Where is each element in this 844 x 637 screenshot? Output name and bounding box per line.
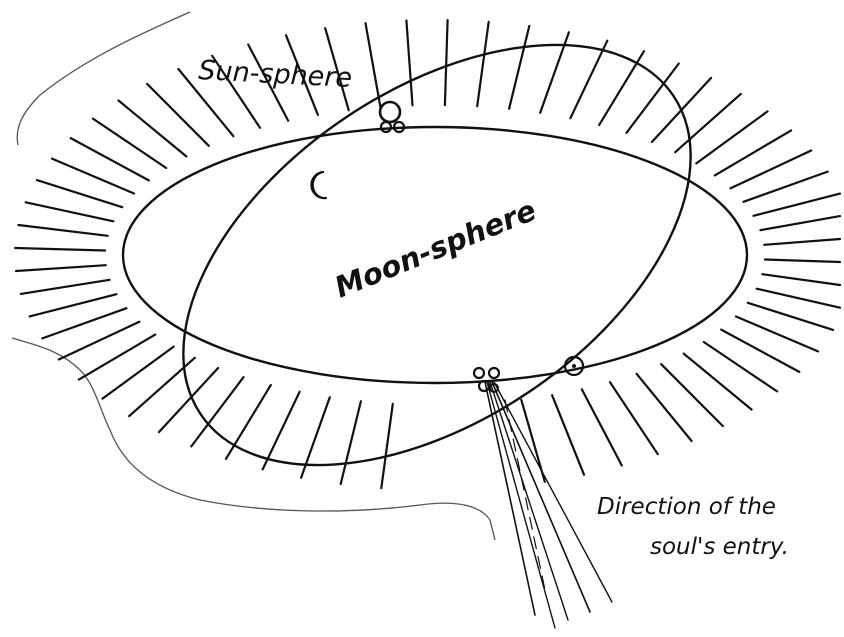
soul-entry-lines bbox=[485, 382, 612, 628]
ray-line bbox=[16, 265, 106, 271]
ray-line bbox=[704, 342, 777, 391]
ray-line bbox=[30, 294, 117, 316]
ray-line bbox=[406, 21, 412, 106]
ray-line bbox=[366, 23, 381, 107]
ray-line bbox=[263, 392, 300, 470]
ray-line bbox=[552, 395, 584, 475]
sun-symbol-bottom bbox=[565, 357, 583, 375]
ray-line bbox=[757, 289, 840, 308]
ray-line bbox=[721, 330, 799, 372]
ray-line bbox=[119, 101, 187, 157]
ray-line bbox=[637, 374, 692, 441]
ray-line bbox=[684, 354, 752, 410]
ray-line bbox=[715, 130, 791, 175]
direction-label-line1: Direction of the bbox=[597, 494, 776, 520]
ray-line bbox=[103, 347, 174, 399]
moon-sphere-label: Moon-sphere bbox=[330, 193, 541, 305]
page-edge bbox=[12, 12, 495, 540]
ray-line bbox=[764, 239, 840, 245]
ray-line bbox=[79, 335, 155, 380]
ray-line bbox=[696, 111, 767, 163]
ray-line bbox=[509, 26, 529, 109]
direction-label-line2: soul's entry. bbox=[650, 534, 789, 560]
ray-line bbox=[582, 389, 622, 465]
ray-line bbox=[445, 20, 448, 105]
crescent-moon-symbol bbox=[311, 172, 326, 198]
ray-line bbox=[71, 138, 149, 180]
ray-line bbox=[570, 41, 607, 119]
ray-line bbox=[760, 216, 840, 230]
ray-line bbox=[754, 194, 841, 216]
ray-line bbox=[765, 260, 840, 263]
ray-line bbox=[610, 382, 658, 454]
ray-line bbox=[21, 280, 110, 294]
sun-symbol-top bbox=[380, 102, 400, 122]
ray-line bbox=[762, 274, 840, 285]
ray-line bbox=[15, 248, 105, 251]
ray-line bbox=[93, 119, 166, 168]
ray-line bbox=[226, 385, 271, 459]
ray-line bbox=[341, 401, 361, 484]
ray-line bbox=[381, 404, 393, 488]
ray-line bbox=[26, 202, 114, 221]
ray-line bbox=[477, 22, 489, 106]
ray-line bbox=[18, 225, 107, 236]
sun-sphere-label: Sun-sphere bbox=[198, 55, 353, 94]
